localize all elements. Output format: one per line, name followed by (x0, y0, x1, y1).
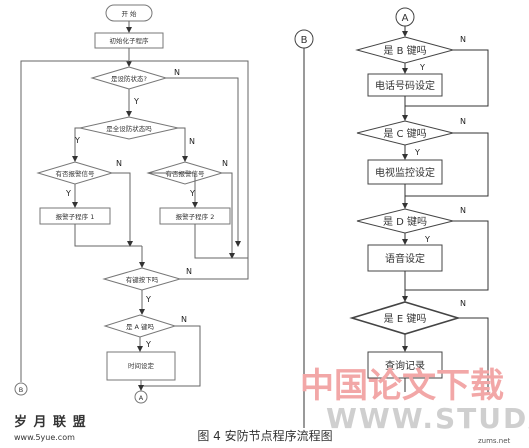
alarm-sub1-label: 报警子程序 1 (56, 212, 95, 221)
watermark-right-url: WWW.STUDA. (326, 402, 529, 435)
label-y-key-d: Y (424, 235, 430, 244)
left-flowchart: 开 始 初始化子程序 是设防状态? 是全设防状态吗 有否报警信号 有否报警信号 … (14, 4, 249, 404)
alarm-left-label: 有否报警信号 (56, 169, 96, 178)
right-flowchart: A B 是 B 键吗 电话号码设定 是 C 键吗 电视监控设定 是 D 键吗 语… (294, 7, 489, 428)
connector-b-left (14, 382, 28, 396)
watermark-left-cn: 岁 月 联 盟 (14, 414, 87, 430)
key-pressed-label: 有键按下吗 (126, 275, 159, 284)
full-armed-decision-label: 是全设防状态吗 (106, 124, 152, 133)
connector-b-right-label: B (301, 35, 308, 46)
label-y-armed: Y (133, 97, 139, 106)
time-set-process (106, 351, 176, 381)
watermark-right-small: zums.net (478, 437, 511, 445)
label-y-key-a: Y (145, 340, 151, 349)
key-a-label: 是 A 键吗 (126, 322, 155, 331)
tv-monitor-label: 电视监控设定 (375, 166, 435, 179)
connector-a-right-label: A (402, 13, 409, 24)
watermark-right-cn: 中国论文下载 (300, 366, 504, 406)
connector-a-left (134, 390, 148, 404)
figure-caption: 图 4 安防节点程序流程图 (197, 428, 332, 443)
connector-b-left-label: B (19, 386, 23, 394)
label-y-key-b: Y (419, 63, 425, 72)
label-n-key-d: N (460, 206, 466, 215)
watermark-right: 中国论文下载 WWW.STUDA. zums.net (300, 366, 529, 445)
label-y-alarm-right: Y (189, 189, 195, 198)
full-armed-decision (79, 116, 179, 140)
query-records-label: 查询记录 (385, 359, 425, 372)
right-connectors (303, 26, 489, 428)
key-e-label: 是 E 键吗 (384, 312, 427, 325)
label-n-key-a: N (181, 315, 187, 324)
label-n-alarm-right: N (222, 159, 228, 168)
label-n-key-c: N (460, 117, 466, 126)
voice-set-label: 语音设定 (385, 252, 425, 265)
armed-decision-label: 是设防状态? (111, 74, 147, 83)
connector-a-left-label: A (139, 394, 144, 402)
label-y-alarm-left: Y (65, 189, 71, 198)
alarm-sub2-label: 报警子程序 2 (176, 212, 215, 221)
label-n-key-b: N (460, 35, 466, 44)
start-label: 开 始 (121, 9, 137, 18)
label-n-alarm-left: N (116, 159, 122, 168)
key-b-label: 是 B 键吗 (383, 44, 426, 57)
tv-monitor-process (367, 159, 443, 185)
init-label: 初始化子程序 (110, 36, 150, 45)
left-connectors (20, 21, 249, 391)
label-n-full: N (189, 137, 195, 146)
label-n-key-e: N (460, 299, 466, 308)
label-y-key-c: Y (414, 148, 420, 157)
label-y-key: Y (145, 295, 151, 304)
phone-set-label: 电话号码设定 (375, 79, 435, 92)
watermark-left-url: www.5yue.com (14, 433, 75, 442)
label-y-full: Y (74, 136, 80, 145)
label-n-armed: N (174, 68, 180, 77)
voice-set-process (367, 244, 443, 272)
label-n-key: N (186, 267, 192, 276)
watermark-left: 岁 月 联 盟 www.5yue.com (14, 414, 87, 442)
key-d-label: 是 D 键吗 (383, 215, 427, 228)
time-set-label: 时间设定 (128, 361, 155, 370)
key-c-label: 是 C 键吗 (383, 127, 426, 140)
